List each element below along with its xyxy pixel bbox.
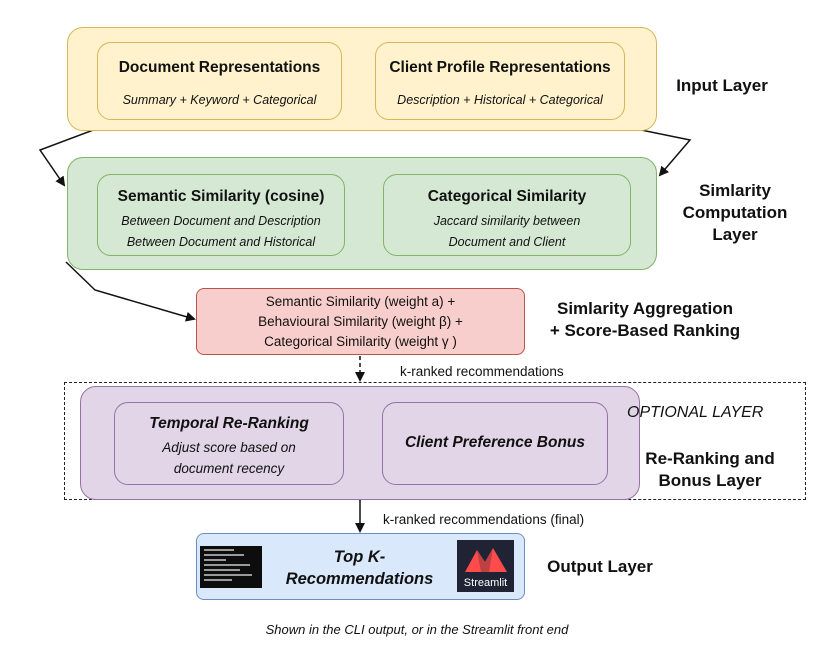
similarity-layer-label-line1: Simlarity (699, 181, 771, 200)
semantic-similarity-title: Semantic Similarity (cosine) (117, 188, 325, 205)
aggregation-line2: Behavioural Similarity (weight β) + (258, 314, 463, 329)
streamlit-logo-text: Streamlit (463, 577, 508, 589)
client-preference-bonus-title: Client Preference Bonus (404, 434, 586, 451)
input-layer-label: Input Layer (676, 76, 768, 95)
client-profile-representations-subtitle: Description + Historical + Categorical (397, 93, 603, 107)
temporal-reranking-box: Temporal Re-Ranking Adjust score based o… (114, 402, 344, 485)
edge-label-k-ranked-final: k-ranked recommendations (final) (383, 512, 585, 527)
aggregation-box: Semantic Similarity (weight a) + Behavio… (196, 288, 525, 355)
semantic-similarity-box: Semantic Similarity (cosine) Between Doc… (97, 174, 345, 256)
client-profile-representations-title: Client Profile Representations (389, 59, 611, 76)
client-profile-representations-box: Client Profile Representations Descripti… (375, 42, 625, 120)
temporal-reranking-line2: document recency (173, 461, 285, 476)
similarity-layer-label: Simlarity Computation Layer (660, 180, 810, 246)
temporal-reranking-title: Temporal Re-Ranking (149, 415, 309, 432)
aggregation-line1: Semantic Similarity (weight a) + (265, 294, 456, 309)
aggregation-label-line2: + Score-Based Ranking (549, 321, 741, 340)
document-representations-box: Document Representations Summary + Keywo… (97, 42, 342, 120)
semantic-similarity-line2: Between Document and Historical (126, 235, 316, 249)
output-layer-label: Output Layer (547, 557, 653, 576)
optional-layer-label: OPTIONAL LAYER (627, 404, 764, 421)
aggregation-label: Simlarity Aggregation + Score-Based Rank… (530, 298, 760, 342)
cli-terminal-screenshot-icon (200, 546, 262, 588)
arrow-similarity-to-aggregation (65, 261, 196, 322)
output-title-line1: Top K- (333, 548, 386, 566)
categorical-similarity-line2: Document and Client (448, 235, 566, 249)
caption: Shown in the CLI output, or in the Strea… (265, 622, 569, 637)
categorical-similarity-box: Categorical Similarity Jaccard similarit… (383, 174, 631, 256)
reranking-layer-label-line1: Re-Ranking and (645, 449, 775, 468)
output-title: Top K- Recommendations (262, 546, 457, 590)
client-preference-bonus-box: Client Preference Bonus (382, 402, 608, 485)
reranking-layer-label: Re-Ranking and Bonus Layer (635, 448, 785, 492)
edge-label-k-ranked: k-ranked recommendations (400, 364, 564, 379)
streamlit-logo: Streamlit (457, 540, 514, 592)
temporal-reranking-line1: Adjust score based on (162, 440, 296, 455)
aggregation-line3: Categorical Similarity (weight γ ) (264, 334, 457, 349)
semantic-similarity-line1: Between Document and Description (121, 214, 321, 228)
document-representations-title: Document Representations (118, 59, 321, 76)
categorical-similarity-line1: Jaccard similarity between (433, 214, 581, 228)
similarity-layer-label-line2: Computation (682, 203, 788, 222)
reranking-layer-label-line2: Bonus Layer (658, 471, 762, 490)
similarity-layer-label-line3: Layer (712, 225, 758, 244)
output-title-line2: Recommendations (285, 570, 434, 588)
categorical-similarity-title: Categorical Similarity (427, 188, 587, 205)
aggregation-label-line1: Simlarity Aggregation (556, 299, 733, 318)
document-representations-subtitle: Summary + Keyword + Categorical (122, 93, 317, 107)
streamlit-crown-icon (465, 548, 507, 572)
